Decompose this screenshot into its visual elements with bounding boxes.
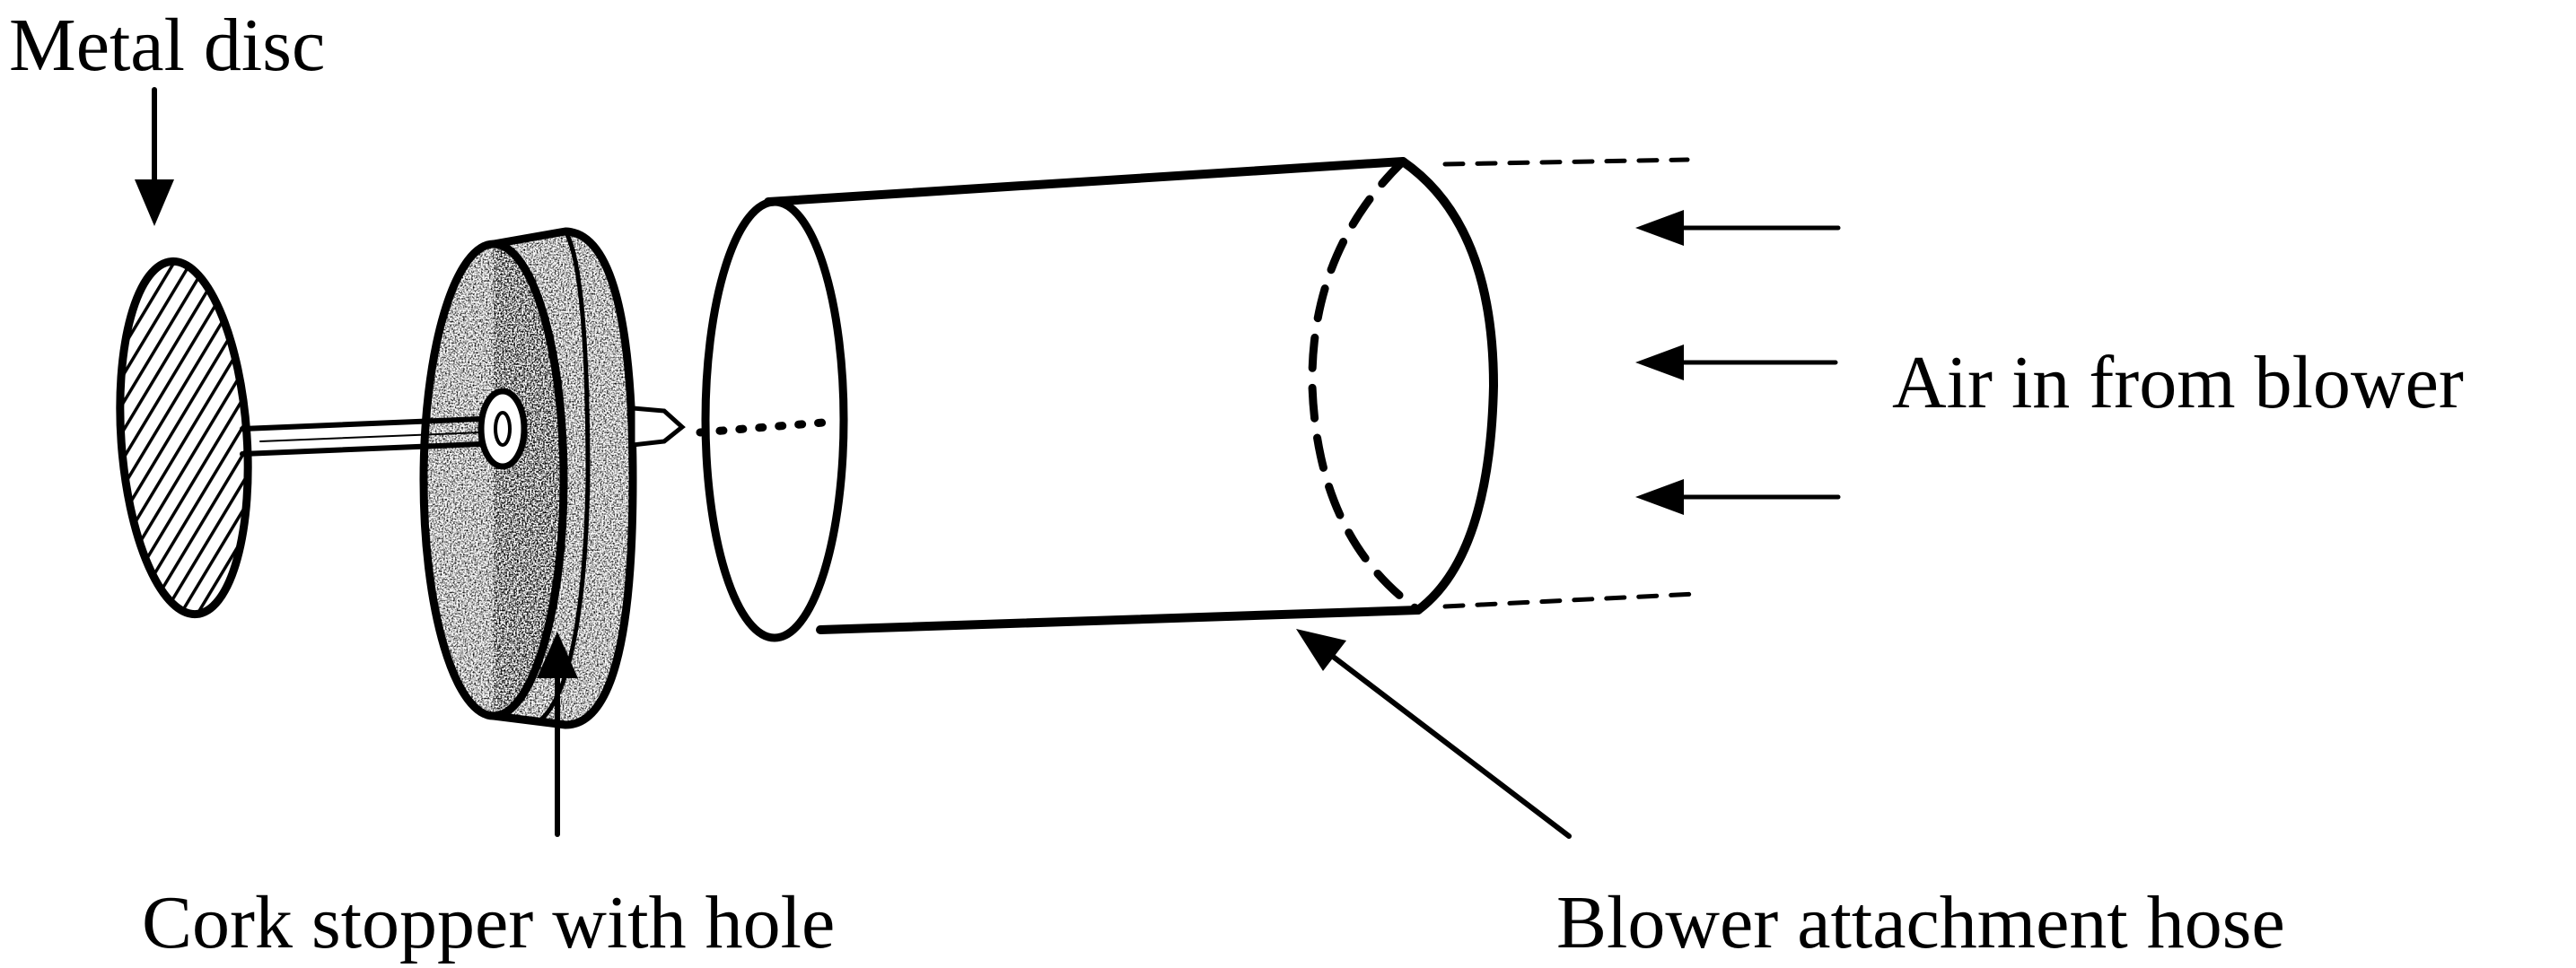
alignment-dotted-line xyxy=(696,417,839,437)
cork-stopper xyxy=(419,227,637,729)
blower-hose xyxy=(701,157,1498,642)
metal-disc-arrow xyxy=(135,87,174,226)
metal-disc-label: Metal disc xyxy=(9,4,325,87)
air-in-label: Air in from blower xyxy=(1892,341,2464,424)
rod-tip xyxy=(630,406,686,448)
cork-stopper-label: Cork stopper with hole xyxy=(142,881,835,964)
metal-disc xyxy=(116,257,252,619)
air-flow-arrows xyxy=(1635,210,1841,515)
airflow-guide-lines xyxy=(1442,157,1699,609)
blower-hose-label: Blower attachment hose xyxy=(1556,881,2285,964)
stopper-hole xyxy=(478,388,528,470)
blower-hose-arrow xyxy=(1296,629,1572,839)
cork-stopper-arrow xyxy=(537,632,578,837)
